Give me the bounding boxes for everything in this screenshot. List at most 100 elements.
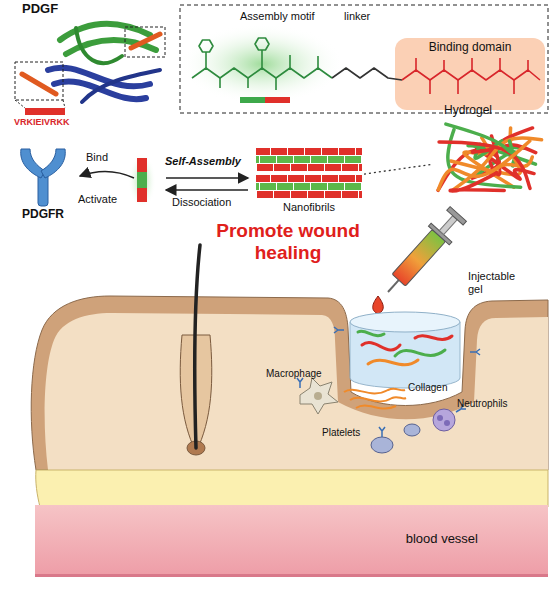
binding-loop [22,74,56,94]
hair-follicle [180,335,212,452]
hydrogel-fiber [438,141,529,190]
pdgf-structure [22,24,160,102]
assembly-motif-chain [192,68,332,78]
fibril-segment [342,191,358,198]
protein-strand [66,40,156,54]
receptor-icon [297,378,303,388]
hydrogel-fiber [446,124,512,153]
protein-strand [54,81,146,99]
collagen-fibers [344,389,406,409]
dashed-highlight [15,62,63,100]
fibril-segment [294,156,310,163]
syringe-barrel [392,229,446,286]
receptor-icon [379,427,385,437]
node-text: PDGFR [10,208,76,222]
gel-fiber [368,360,418,365]
fibril-segment [305,175,321,182]
receptor-stem [38,174,48,206]
protein-strand [82,70,160,102]
syringe-needle [388,280,399,292]
fibril-segment [339,175,355,182]
fibril-segment [342,164,358,171]
receptor-icon [470,349,480,355]
fibril-segment [256,156,259,163]
fibril-segment [328,183,344,190]
cell-label: Macrophage [266,368,322,380]
fibril-segment [277,156,293,163]
syringe-plunger [439,216,457,235]
syringe-handle [447,207,467,225]
fibril-segment [322,175,338,182]
syringe-flange [428,223,451,245]
fibril-segment [291,191,307,198]
bind-arrow [80,171,134,178]
peptide-monomer [137,158,147,172]
nanofibril-stack [254,145,364,201]
aromatic-ring [255,38,269,50]
collagen-fiber [350,397,406,401]
fibril-segment [305,148,321,155]
cell-label: Platelets [322,427,360,439]
node-text: Binding domain [395,41,545,55]
cell-nucleus [437,415,443,421]
collagen-fiber [356,405,396,408]
peptide-monomer [137,188,147,202]
collagen-fiber [344,389,405,394]
syringe [378,205,469,302]
linker-chain [332,68,402,80]
peptide-monomer [137,172,147,188]
hair-bulb [187,441,205,455]
process-label: Dissociation [172,196,231,209]
gel-fiber [395,350,445,356]
aromatic-ring [199,40,213,52]
fibril-segment [325,164,341,171]
cell-label: Collagen [408,382,447,394]
nanofibril-node: Nanofibrils [254,145,364,219]
domain-bar [265,97,290,103]
monomer-glow [128,153,156,209]
side-chains [206,50,318,90]
fibril-segment [356,148,362,155]
hydrogel-fiber [450,173,504,191]
fibril-segment [271,148,287,155]
gel-fiber [358,331,384,336]
fibril-segment [294,183,310,190]
binding-loop [131,34,160,48]
callout-label: Injectable gel [468,270,528,295]
fibril-segment [311,156,327,163]
gel-fiber [415,336,452,340]
hydrogel-node: Hydrogel [432,104,548,208]
sequence-bar [25,108,65,115]
fibril-segment [260,183,276,190]
node-text: Nanofibrils [254,201,364,214]
sequence-label: VRKIEIVRKK [14,117,70,127]
assembly-arrow [166,177,248,179]
fibril-segment [345,156,361,163]
hair-shaft [195,245,200,448]
binding-domain-box: Binding domain [395,38,545,110]
fibril-segment [288,175,304,182]
gel-drop [373,296,384,314]
fibril-segment [291,164,307,171]
process-label: Bind [86,151,108,164]
fibril-segment [322,148,338,155]
fibril-segment [288,148,304,155]
fibril-segment [311,183,327,190]
gel-fibers [358,331,452,365]
part-label: linker [344,10,370,23]
dashed-frame [180,5,548,113]
node-text: Hydrogel [432,104,548,118]
fibril-segment [271,175,287,182]
gel-fiber [362,343,400,350]
fibril-segment [325,191,341,198]
receptor-node: PDGFR [10,146,76,228]
binding-domain-chain [402,70,540,80]
receptor-arm [21,149,45,178]
cell-receptors [297,327,480,437]
peptide-structure [192,38,540,94]
process-label: Activate [78,193,117,206]
